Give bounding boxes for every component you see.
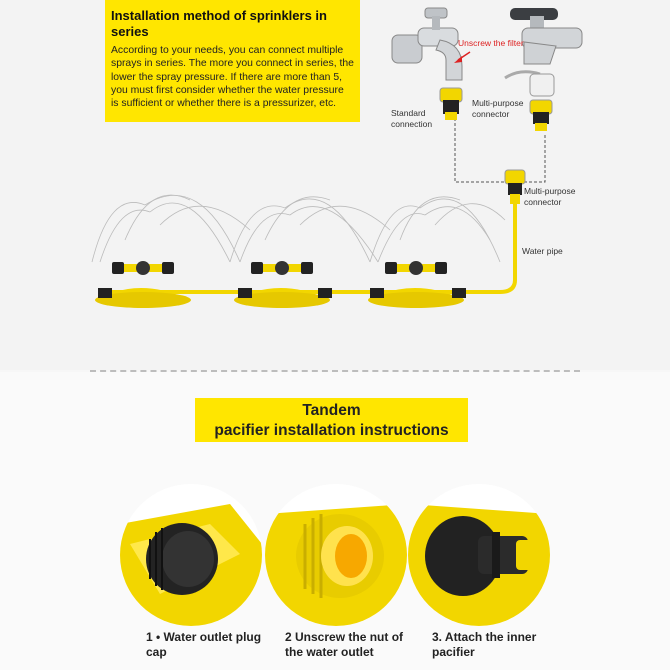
sprinkler-2 [234, 261, 332, 308]
standard-connection-label: Standard connection [391, 108, 433, 129]
section-divider [90, 370, 580, 372]
banner-line-1: Tandem [302, 402, 361, 419]
sprinkler-3 [368, 261, 466, 308]
step-3-photo [408, 484, 550, 626]
info-body: According to your needs, you can connect… [111, 45, 354, 110]
step-1-photo [120, 484, 262, 626]
step-2-label: 2 Unscrew the nut of the water outlet [285, 630, 404, 659]
banner-line-2: pacifier installation instructions [214, 422, 449, 439]
info-box: Installation method of sprinklers in ser… [105, 0, 360, 122]
multi-purpose-connector-mid-label: Multi-purpose connector [524, 186, 576, 207]
sprinkler-1 [95, 261, 191, 308]
step-3-label: 3. Attach the inner pacifier [432, 630, 537, 659]
faucet-right [504, 8, 583, 97]
water-spray [91, 194, 506, 263]
sprinkler-series-drawing [91, 7, 583, 308]
multi-purpose-connector-top-label: Multi-purpose connector [472, 98, 524, 119]
unscrew-filter-label: Unscrew the filter [458, 38, 524, 48]
instructions-banner: Tandem pacifier installation instruction… [195, 398, 468, 442]
faucet-left [391, 7, 463, 81]
water-pipe-label: Water pipe [522, 246, 563, 256]
step-1-label: 1 • Water outlet plug cap [146, 630, 262, 659]
step-2-photo [265, 484, 407, 626]
info-title: Installation method of sprinklers in ser… [111, 8, 327, 39]
